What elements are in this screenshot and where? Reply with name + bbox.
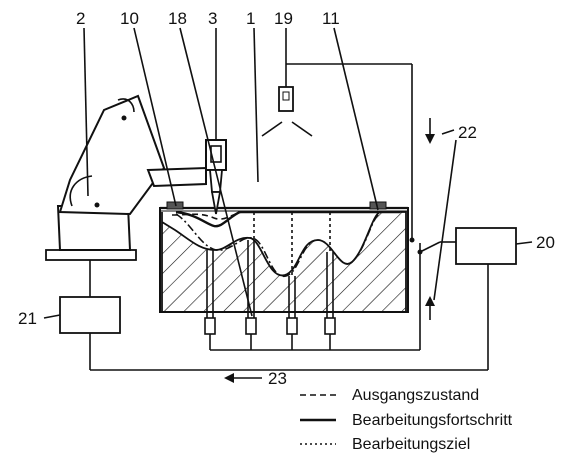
label-19: 19 [274,9,293,28]
leader-lines [43,27,533,319]
label-1: 1 [246,9,255,28]
sensors [204,243,421,351]
label-10: 10 [120,9,139,28]
label-20: 20 [536,233,555,252]
sensor-19 [261,63,413,238]
label-11: 11 [322,9,340,28]
legend: Ausgangszustand Bearbeitungsfortschritt … [300,387,513,453]
label-22: 22 [458,123,477,142]
arrows [224,118,457,383]
mold-block [159,206,409,313]
label-23: 23 [268,369,287,388]
label-3: 3 [208,9,217,28]
surface-progress [175,210,400,228]
controller-20 [455,227,517,265]
legend-initial-label: Ausgangszustand [352,387,479,404]
vacuum-channels [206,212,334,318]
surface-target [175,211,383,277]
legend-target-label: Bearbeitungsziel [352,436,470,453]
controller-21 [59,296,121,334]
reference-numerals: 2 10 18 3 1 19 11 22 20 21 23 [18,9,555,388]
switch [409,237,456,255]
label-2: 2 [76,9,85,28]
label-18: 18 [168,9,187,28]
legend-progress-label: Bearbeitungsfortschritt [352,412,513,429]
label-21: 21 [18,309,37,328]
